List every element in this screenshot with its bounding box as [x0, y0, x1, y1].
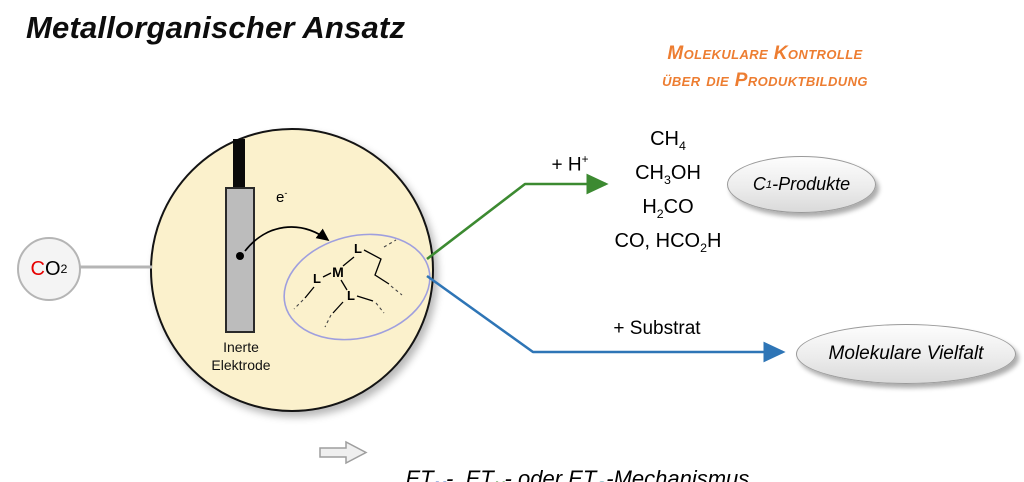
c1-products-list: CH4 CH3OH H2CO CO, HCO2H — [598, 126, 738, 262]
control-note-line1: Molekulare Kontrolle — [667, 43, 863, 64]
mechanism-sub-m: M — [434, 478, 446, 482]
h-route-label: + H+ — [551, 153, 589, 176]
substrate-route-label: + Substrat — [613, 318, 701, 339]
electron-label: e- — [276, 188, 288, 206]
mechanism-sub-s: S — [596, 478, 606, 482]
h-route-arrow — [426, 173, 609, 261]
control-note-line2: über die Produktbildung — [662, 70, 868, 91]
electrode-label-line1: Inerte — [223, 339, 259, 355]
product-h2co: H2CO — [642, 196, 694, 221]
electrode-stem — [233, 139, 245, 189]
substrate-route-arrow — [426, 274, 786, 363]
product-co-hco2h: CO, HCO2H — [614, 230, 722, 255]
product-ch3oh: CH3OH — [635, 162, 701, 187]
co2-subscript: 2 — [60, 262, 68, 276]
electrode-label-line2: Elektrode — [211, 357, 271, 373]
co2-carbon: C — [30, 257, 45, 280]
block-arrow-icon — [319, 440, 368, 465]
product-ch4: CH4 — [650, 128, 686, 153]
electrode-body — [225, 187, 255, 333]
electrode-contact-dot — [236, 252, 244, 260]
mechanism-sub-h: H — [494, 478, 505, 482]
page-title: Metallorganischer Ansatz — [26, 10, 406, 45]
reactor-circle — [150, 128, 434, 412]
molecular-variety-bubble: Molekulare Vielfalt — [796, 324, 1016, 384]
co2-oxygen: O — [44, 257, 61, 280]
electrode-label: Inerte Elektrode — [195, 338, 287, 374]
mechanism-caption: ETM-, ETH- oder ETS-Mechanismus — [381, 440, 749, 482]
control-note: Molekulare Kontrolle über die Produktbil… — [608, 40, 922, 94]
